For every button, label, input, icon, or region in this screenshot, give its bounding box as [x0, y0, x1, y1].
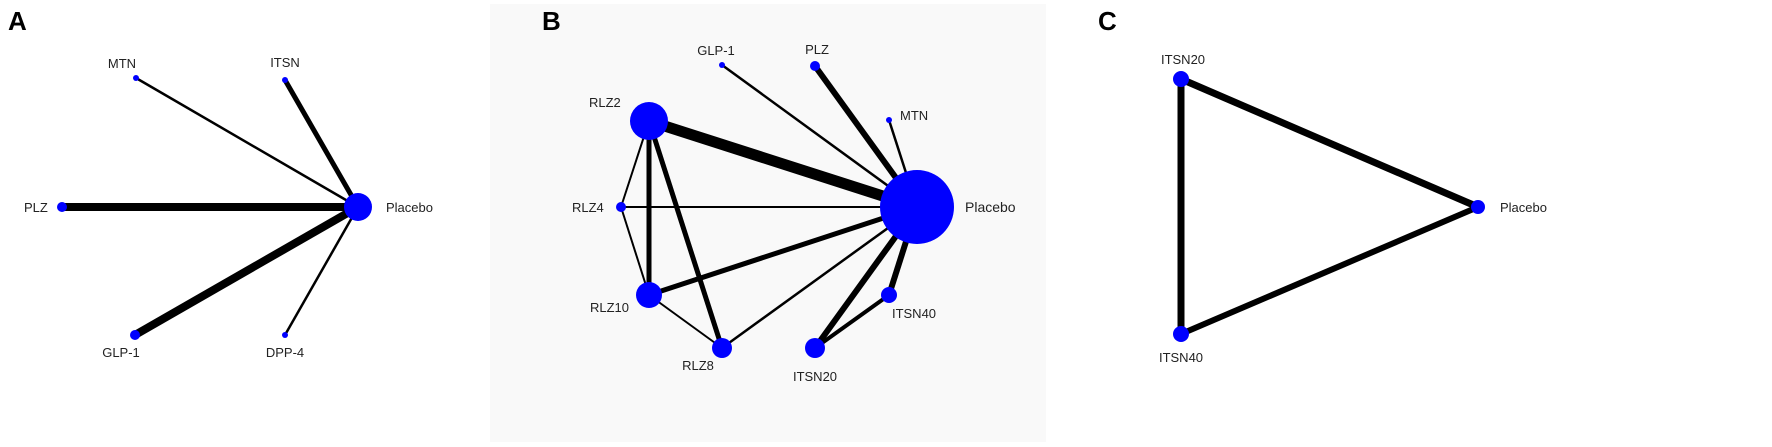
edge-glp-1-placebo	[133, 203, 360, 339]
node-label-rlz2: RLZ2	[589, 95, 621, 110]
edges	[1177, 75, 1480, 337]
node-itsn20	[805, 338, 825, 358]
node-label-glp-1: GLP-1	[102, 345, 140, 360]
node-label-placebo: Placebo	[386, 200, 433, 215]
node-label-plz: PLZ	[24, 200, 48, 215]
edge-glp-1-placebo	[721, 63, 918, 209]
node-itsn40	[1173, 326, 1189, 342]
node-label-itsn20: ITSN20	[1161, 52, 1205, 67]
node-itsn40	[881, 287, 897, 303]
node-itsn	[282, 77, 288, 83]
node-rlz8	[712, 338, 732, 358]
edge-rlz2-placebo	[647, 115, 919, 213]
node-placebo	[1471, 200, 1485, 214]
node-label-rlz8: RLZ8	[682, 358, 714, 373]
node-glp-1	[130, 330, 140, 340]
node-label-itsn20: ITSN20	[793, 369, 837, 384]
panel-letter: A	[8, 6, 27, 36]
node-label-itsn40: ITSN40	[892, 306, 936, 321]
node-rlz10	[636, 282, 662, 308]
edge-dpp-4-placebo	[283, 206, 360, 336]
edge-rlz8-placebo	[721, 205, 918, 350]
node-label-dpp-4: DPP-4	[266, 345, 304, 360]
node-placebo	[344, 193, 372, 221]
edge-rlz10-placebo	[648, 204, 918, 298]
node-label-mtn: MTN	[900, 108, 928, 123]
node-placebo	[880, 170, 954, 244]
node-label-placebo: Placebo	[965, 199, 1016, 215]
node-label-itsn: ITSN	[270, 55, 300, 70]
node-rlz2	[630, 102, 668, 140]
node-plz	[57, 202, 67, 212]
node-plz	[810, 61, 820, 71]
node-label-itsn40: ITSN40	[1159, 350, 1203, 365]
node-label-glp-1: GLP-1	[697, 43, 735, 58]
panel-background	[490, 4, 1046, 442]
edge-itsn20-placebo	[1179, 75, 1480, 211]
node-dpp-4	[282, 332, 288, 338]
node-label-mtn: MTN	[108, 56, 136, 71]
edges	[62, 76, 361, 339]
edge-itsn40-placebo	[1179, 204, 1480, 337]
node-label-placebo: Placebo	[1500, 200, 1547, 215]
edge-rlz10-rlz8	[648, 294, 723, 349]
node-itsn20	[1173, 71, 1189, 87]
edge-rlz4-rlz10	[620, 206, 650, 296]
node-mtn	[886, 117, 892, 123]
edge-itsn20-itsn40	[813, 293, 891, 350]
node-label-rlz10: RLZ10	[590, 300, 629, 315]
edge-rlz2-rlz8	[646, 120, 725, 349]
panel-letter: C	[1098, 6, 1117, 36]
edge-mtn-placebo	[135, 76, 359, 209]
node-rlz4	[616, 202, 626, 212]
panel-letter: B	[542, 6, 561, 36]
node-mtn	[133, 75, 139, 81]
node-label-rlz4: RLZ4	[572, 200, 604, 215]
edge-itsn-placebo	[282, 78, 361, 209]
node-glp-1	[719, 62, 725, 68]
node-label-plz: PLZ	[805, 42, 829, 57]
